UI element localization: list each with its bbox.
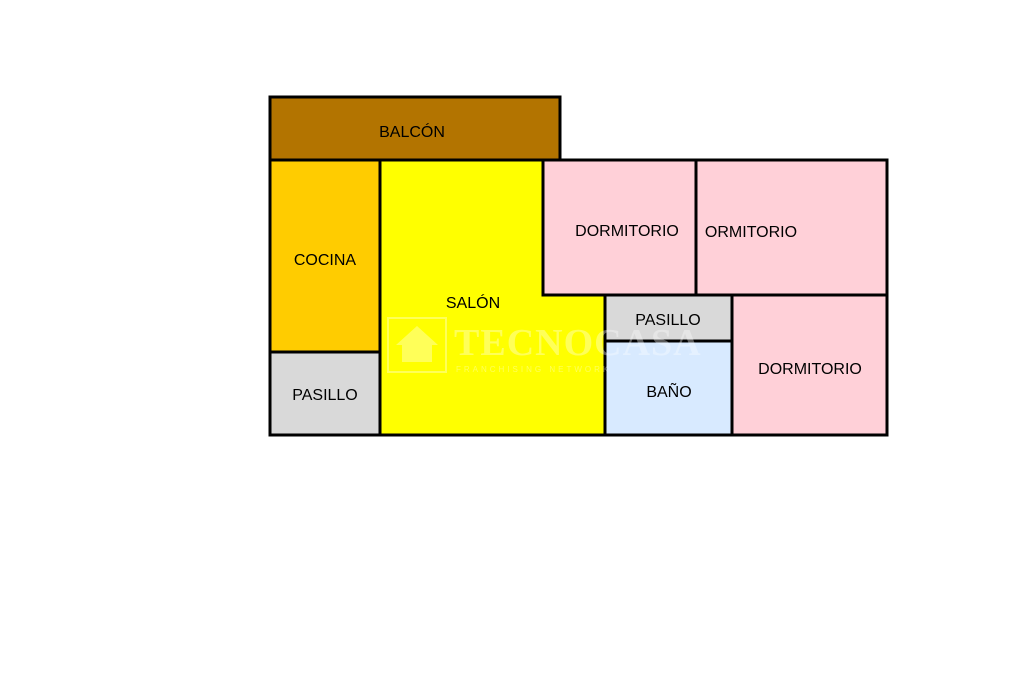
watermark-tagline: FRANCHISING NETWORK — [456, 365, 611, 374]
room-balcon-label: BALCÓN — [379, 122, 445, 141]
watermark: TECNOCASA FRANCHISING NETWORK — [387, 317, 702, 374]
room-pasillo-2 — [603, 293, 734, 343]
room-dormitorio-3-label: DORMITORIO — [758, 361, 862, 378]
room-dormitorio-3 — [730, 293, 889, 437]
room-cocina — [268, 158, 382, 354]
room-dormitorio-2-label: ORMITORIO — [705, 224, 797, 241]
room-balcon — [268, 95, 562, 162]
room-salon-label: SALÓN — [446, 293, 500, 312]
room-pasillo-2-label: PASILLO — [635, 312, 701, 329]
room-bano-label: BAÑO — [646, 381, 691, 401]
house-icon — [387, 317, 447, 373]
room-dormitorio-1-label: DORMITORIO — [575, 223, 679, 240]
room-pasillo-1 — [268, 350, 382, 437]
room-pasillo-1-label: PASILLO — [292, 387, 358, 404]
room-cocina-label: COCINA — [294, 252, 357, 269]
room-dormitorio-1 — [541, 158, 698, 297]
room-dormitorio-2 — [694, 158, 889, 297]
watermark-brand: TECNOCASA — [454, 322, 702, 364]
